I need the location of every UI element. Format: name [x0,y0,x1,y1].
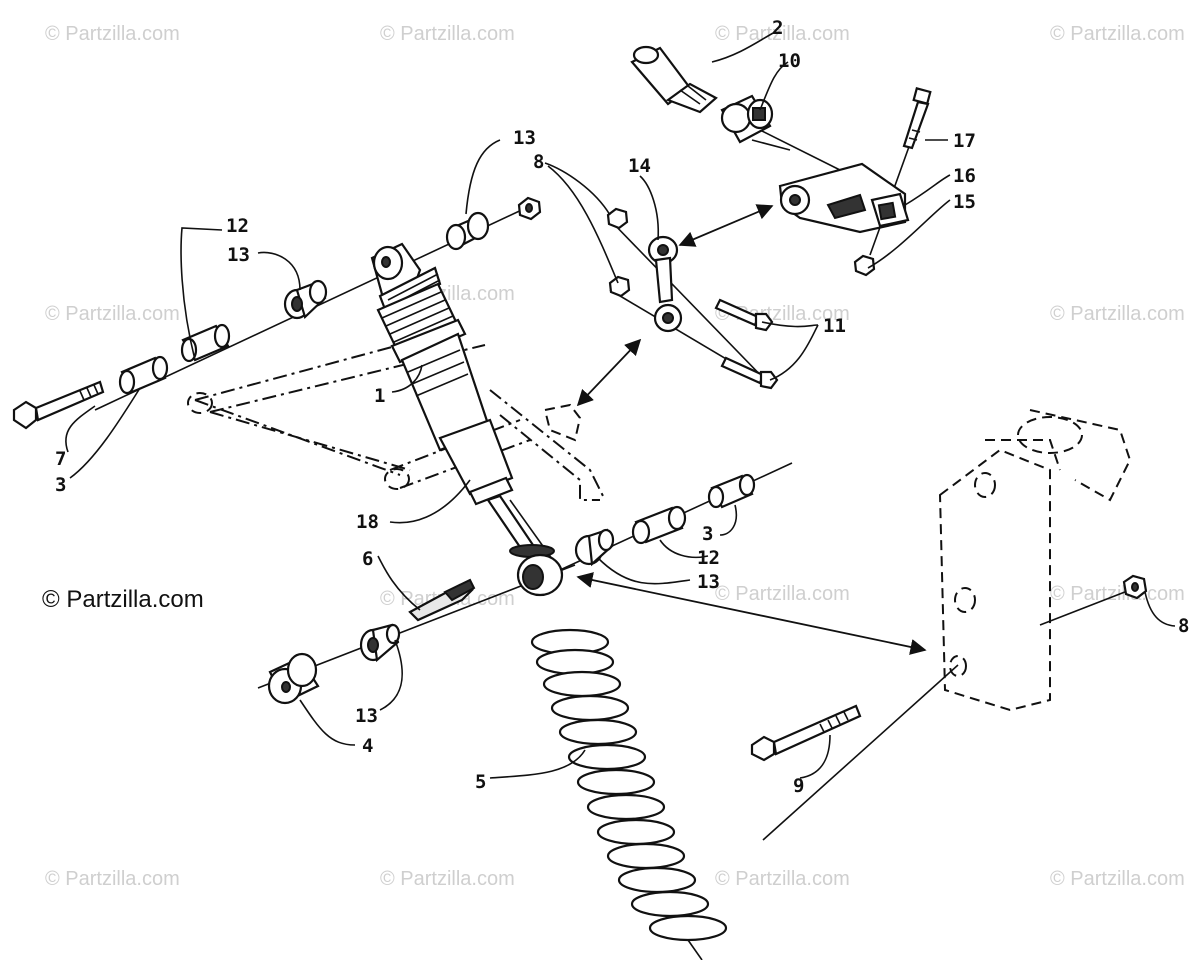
bolt-17 [902,87,932,150]
watermark: © Partzilla.com [45,23,180,45]
clip-6 [408,578,476,622]
watermark: © Partzilla.com [45,868,180,890]
spindle-phantom [938,409,1132,712]
callout-9: 9 [793,775,804,797]
callout-12: 12 [697,547,720,569]
link-14 [647,235,683,333]
watermark: © Partzilla.com [715,868,850,890]
lower-eye [516,553,564,597]
callout-labels: 1 2 3 3 4 5 6 7 8 8 9 10 11 12 12 13 13 … [55,17,1189,797]
bolt-11-lower [720,356,779,390]
callout-13: 13 [227,244,250,266]
spacer-3-lower [707,473,756,509]
link-axis [609,219,771,386]
bolt-9 [750,704,862,762]
nut-8-upper [517,196,542,221]
watermark: © Partzilla.com [715,583,850,605]
callout-3: 3 [702,523,713,545]
watermark: © Partzilla.com [1050,23,1185,45]
spring-5 [530,628,728,960]
bushing-13-left [283,279,328,320]
callout-15: 15 [953,191,976,213]
bolt-11-upper [714,298,774,332]
bolt-7 [12,380,105,430]
watermark: © Partzilla.com [380,868,515,890]
callout-11: 11 [823,315,846,337]
callout-3: 3 [55,474,66,496]
bushing-13-lower-left [359,623,401,663]
arrow-link-lever [678,204,774,247]
nut-axis [1039,589,1131,626]
callout-2: 2 [772,17,783,39]
copyright-text: © Partzilla.com [42,586,204,613]
spacer-12-lower [631,505,687,545]
callout-18: 18 [356,511,379,533]
arrow-link-frame [576,338,642,407]
callout-16: 16 [953,165,976,187]
arrow-shock-spindle [576,572,927,655]
watermark: © Partzilla.com [1050,583,1185,605]
callout-8: 8 [1178,615,1189,637]
callout-8: 8 [533,151,544,173]
callout-13: 13 [355,705,378,727]
callout-13: 13 [513,127,536,149]
nut-8-right [1122,574,1148,600]
leaders [65,31,1176,779]
watermark: © Partzilla.com [715,23,850,45]
lower-bolt-axis [762,664,959,841]
nut-8-link-bottom [608,275,631,298]
callout-5: 5 [475,771,486,793]
callout-1: 1 [374,385,385,407]
spacer-4 [267,652,320,705]
watermark: © Partzilla.com [1050,303,1185,325]
callout-6: 6 [362,548,373,570]
torsion-bar-2 [630,45,718,114]
callout-13: 13 [697,571,720,593]
bushing-13-lower-right [574,528,615,567]
nut-8-link-top [606,207,629,230]
callout-4: 4 [362,735,373,757]
lever-16 [778,162,910,234]
callout-7: 7 [55,448,66,470]
bushing-13-right [445,211,490,251]
watermark: © Partzilla.com [45,303,180,325]
watermark: © Partzilla.com [1050,868,1185,890]
spacer-3-upper [118,355,169,395]
callout-10: 10 [778,50,801,72]
sleeve-10 [720,94,774,144]
nut-15 [853,254,876,277]
callout-12: 12 [226,215,249,237]
callout-17: 17 [953,130,976,152]
shock-absorber-1 [370,242,555,558]
spacer-12-upper [180,323,231,363]
callout-14: 14 [628,155,651,177]
watermark: © Partzilla.com [380,23,515,45]
